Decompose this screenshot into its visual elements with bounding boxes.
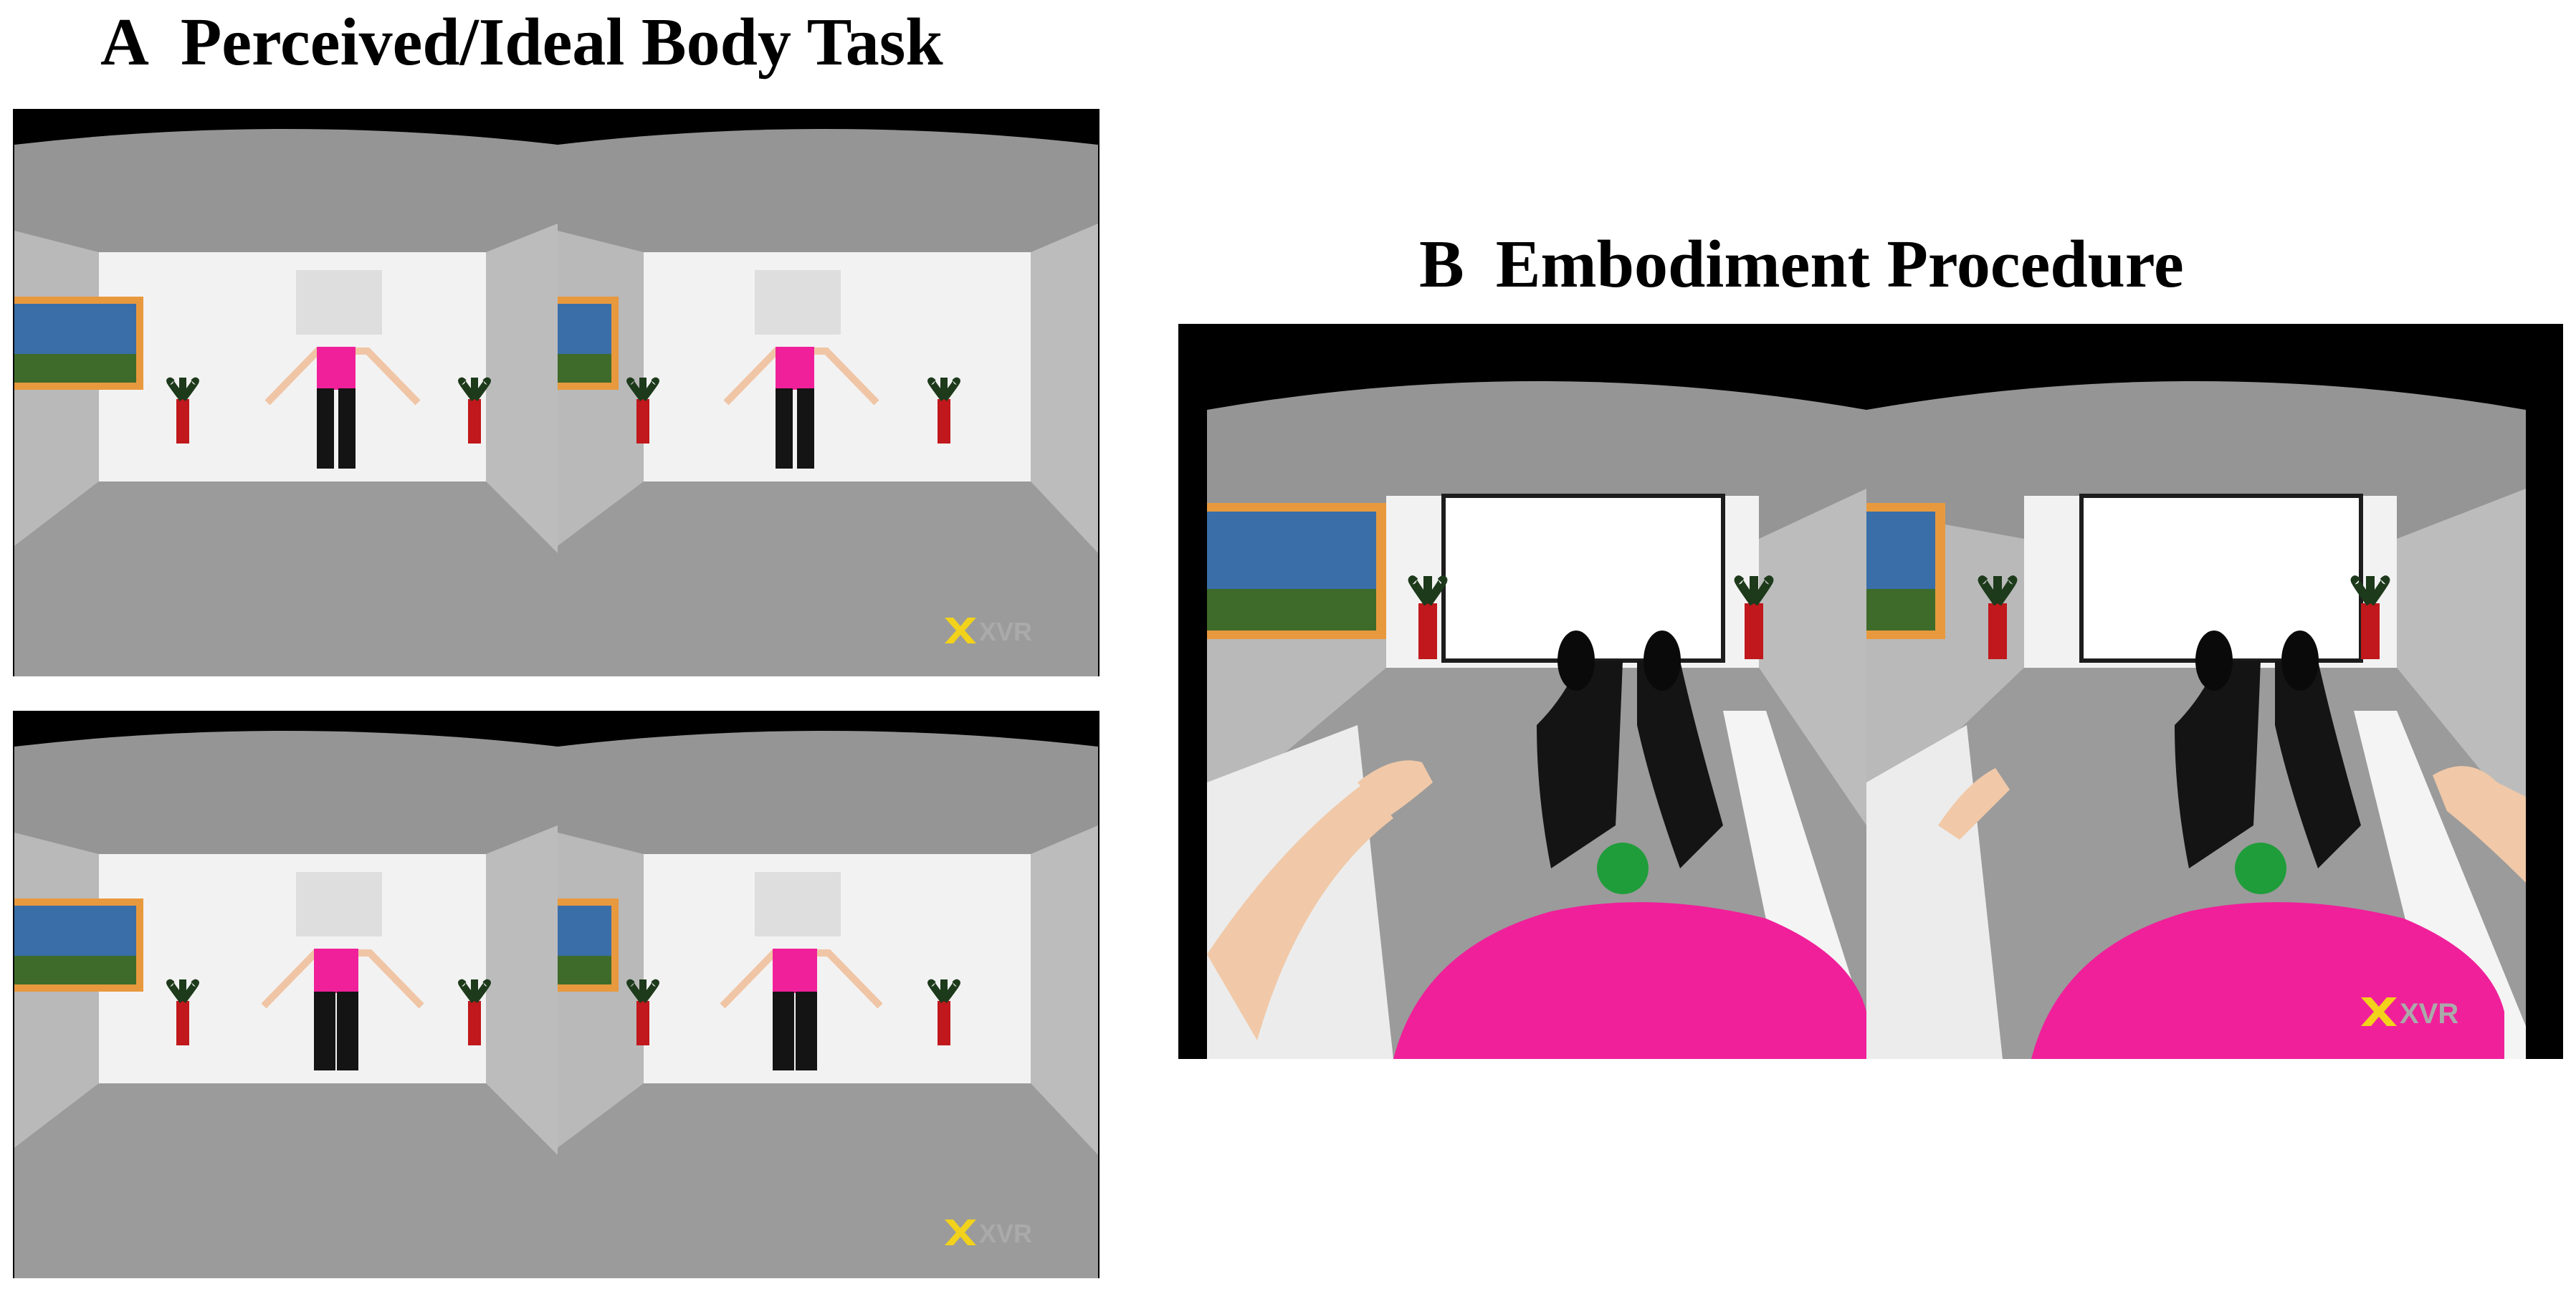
- panel-b-title-text: Embodiment Procedure: [1495, 227, 2184, 302]
- panel-a-title-text: Perceived/Ideal Body Task: [180, 5, 943, 80]
- xvr-logo-mark: [945, 1219, 976, 1245]
- xvr-logo: XVR: [2400, 998, 2458, 1030]
- xvr-logo: XVR: [979, 617, 1032, 646]
- panel-a-vr-screenshot-bottom: XVR: [13, 711, 1099, 1278]
- xvr-logo-mark: [945, 618, 976, 643]
- xvr-logo-mark: [2361, 997, 2397, 1026]
- panel-a-vr-screenshot-top: XVR: [13, 109, 1099, 676]
- right-eye-view: [558, 129, 1098, 676]
- panel-a-letter: A: [100, 5, 149, 80]
- xvr-logo: XVR: [979, 1219, 1032, 1248]
- left-eye-view: [14, 129, 558, 676]
- left-eye-view: [14, 731, 558, 1278]
- right-eye-view: [558, 731, 1098, 1278]
- stereo-view: XVR: [14, 731, 1098, 1278]
- left-eye-view: [1207, 381, 1866, 1059]
- stereo-view: XVR: [1207, 381, 2526, 1059]
- stereo-view: XVR: [14, 129, 1098, 676]
- panel-b-vr-screenshot: XVR: [1178, 324, 2563, 1059]
- panel-b-letter: B: [1419, 227, 1464, 302]
- right-eye-view: [1866, 381, 2526, 1059]
